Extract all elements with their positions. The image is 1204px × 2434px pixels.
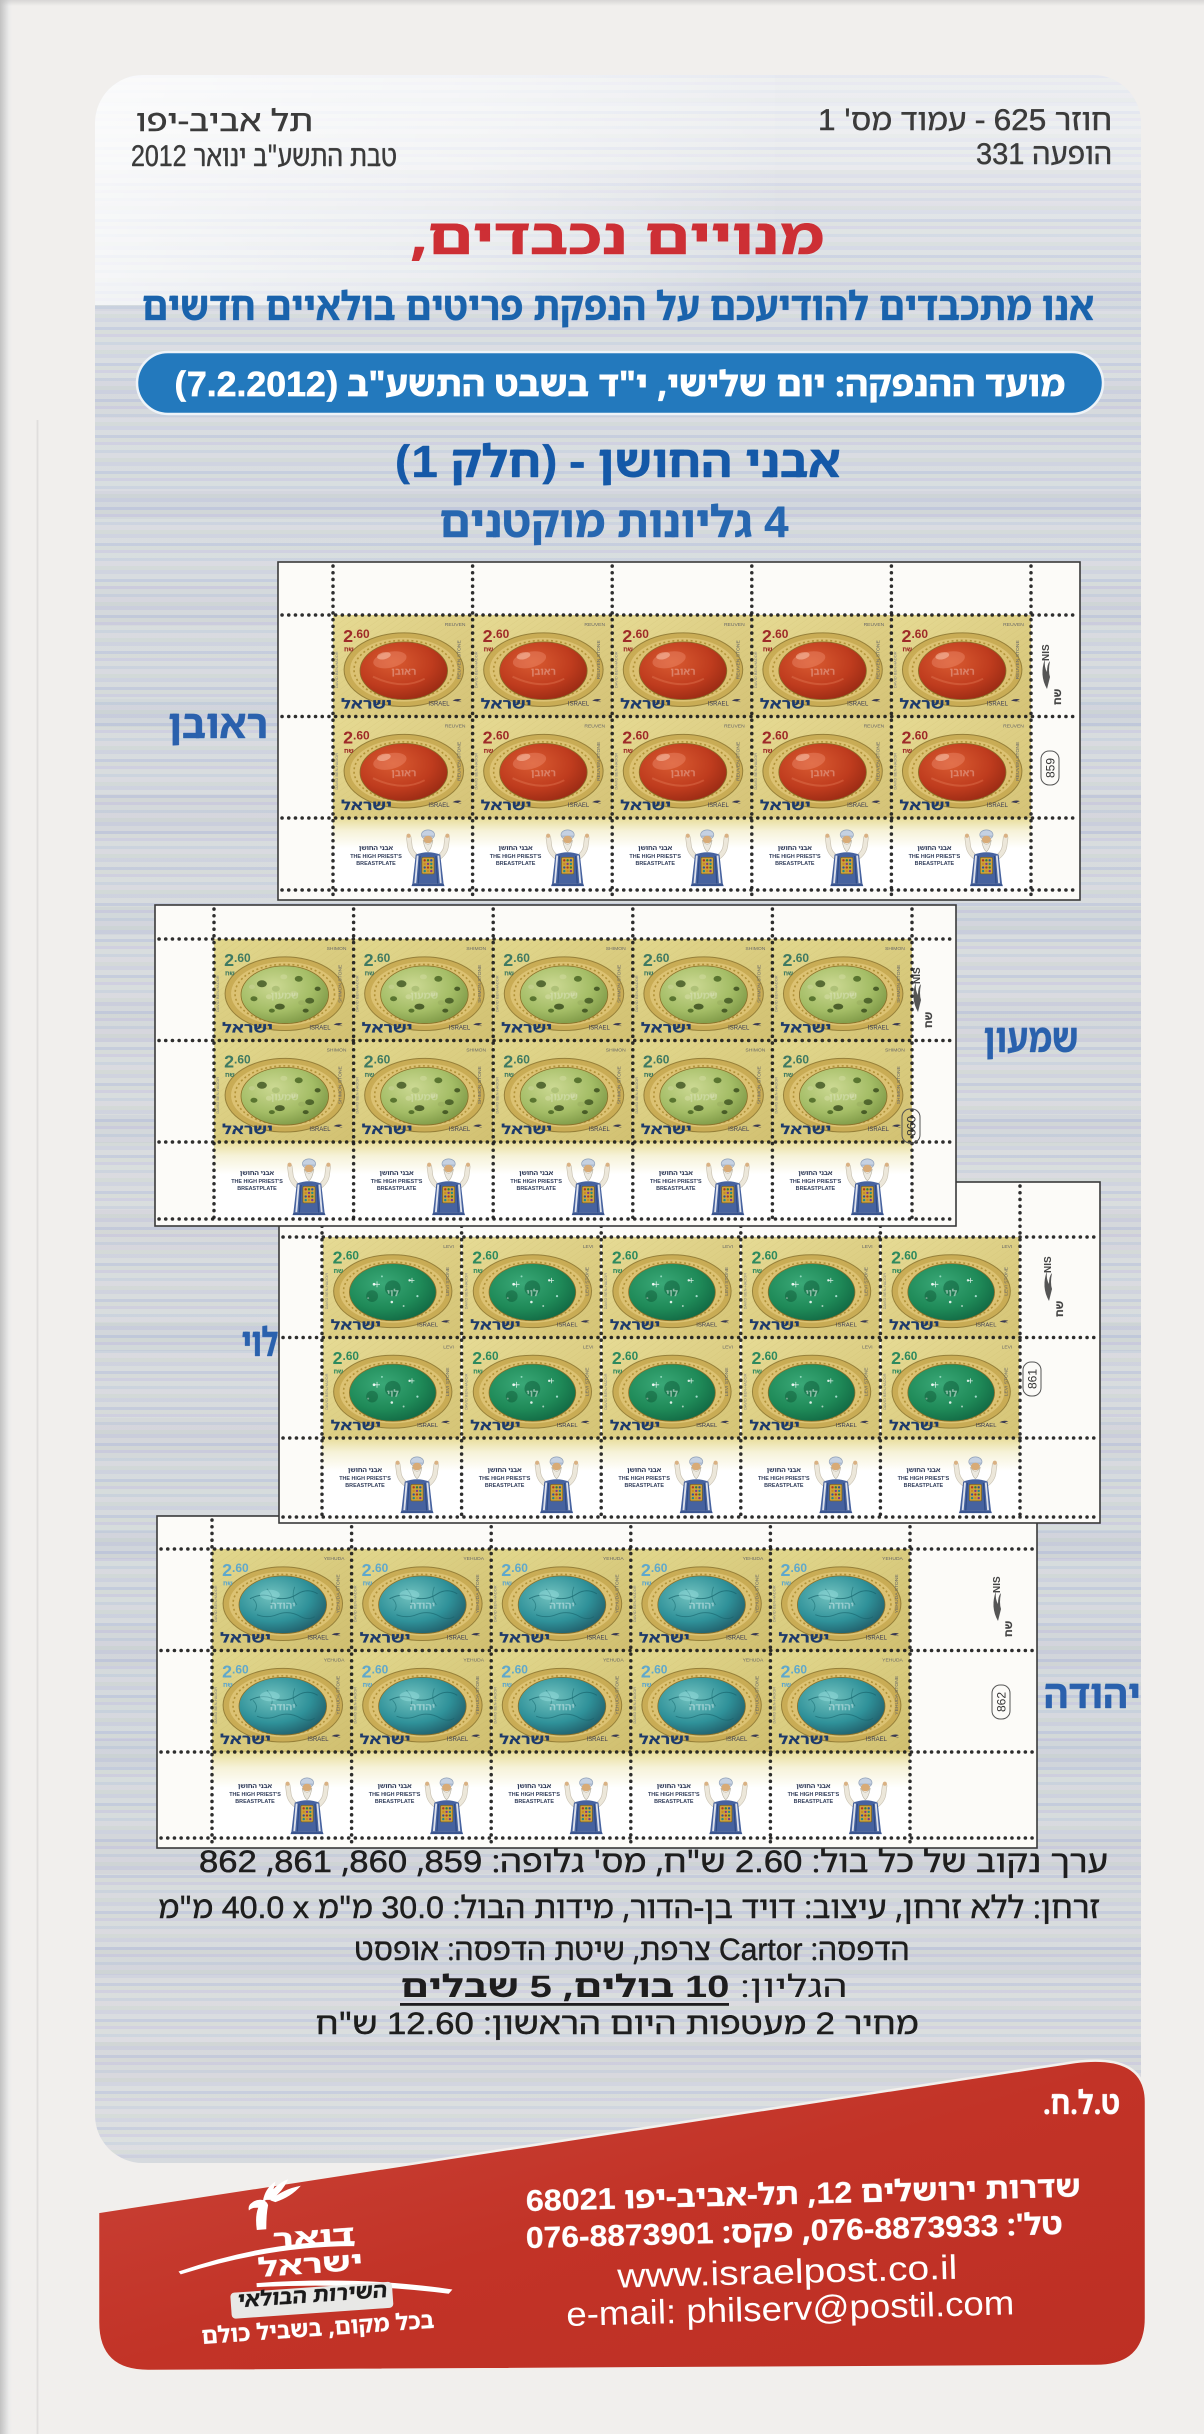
svg-text:www.israelpost.co.il: www.israelpost.co.il [616, 2249, 958, 2296]
svg-text:860: 860 [905, 1116, 919, 1136]
svg-text:861: 861 [1026, 1369, 1040, 1389]
svg-text:859: 859 [1044, 758, 1058, 778]
svg-text:862: 862 [995, 1692, 1009, 1712]
